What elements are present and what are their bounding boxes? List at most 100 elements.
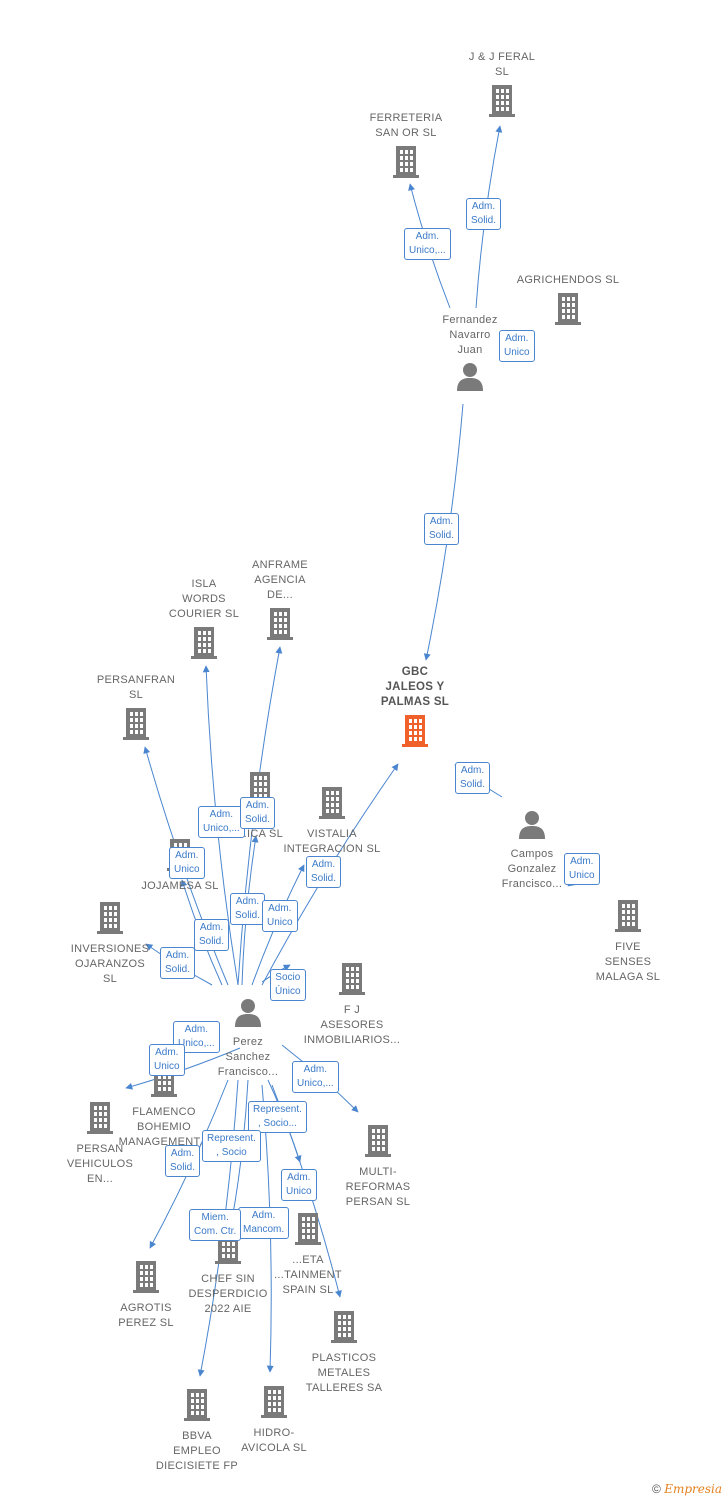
building-icon: [87, 1102, 113, 1134]
node-hidro[interactable]: HIDRO-AVICOLA SL: [209, 1381, 339, 1456]
relation-badge[interactable]: Adm. Solid.: [165, 1145, 201, 1177]
building-icon: [319, 787, 345, 819]
relation-badge[interactable]: Adm. Solid.: [194, 919, 230, 951]
brand-logo[interactable]: Empresia: [664, 1482, 722, 1496]
relation-badge[interactable]: Represent. , Socio: [202, 1130, 261, 1162]
copyright: © Empresia: [652, 1482, 722, 1496]
relation-badge[interactable]: Adm. Unico: [564, 853, 600, 885]
person-icon-wrap: [467, 809, 597, 844]
building-icon-wrap: [267, 785, 397, 824]
relation-badge[interactable]: Adm. Mancom.: [238, 1207, 290, 1239]
building-icon: [191, 627, 217, 659]
building-icon-wrap: [139, 625, 269, 664]
relation-badge[interactable]: Adm. Solid.: [455, 762, 491, 794]
relation-badge[interactable]: Adm. Unico,...: [198, 806, 245, 838]
building-icon: [615, 900, 641, 932]
building-icon-wrap: [35, 1100, 165, 1139]
relation-badge[interactable]: Miem. Com. Ctr.: [189, 1209, 242, 1241]
relation-badge[interactable]: Adm. Unico: [169, 847, 205, 879]
building-icon: [295, 1213, 321, 1245]
relation-badge[interactable]: Adm. Solid.: [306, 856, 342, 888]
relation-badge[interactable]: Adm. Solid.: [466, 198, 502, 230]
relation-badge[interactable]: Represent. , Socio...: [248, 1101, 307, 1133]
relation-badge[interactable]: Adm. Unico: [149, 1044, 185, 1076]
person-icon-wrap: [405, 361, 535, 396]
building-icon: [267, 608, 293, 640]
building-icon: [365, 1125, 391, 1157]
copyright-symbol: ©: [652, 1482, 661, 1496]
relation-badge[interactable]: Adm. Solid.: [160, 947, 196, 979]
person-icon: [519, 811, 545, 839]
node-agri[interactable]: AGRICHENDOS SL: [503, 273, 633, 333]
building-icon-wrap: [350, 713, 480, 752]
building-icon-wrap: [279, 1309, 409, 1348]
person-icon-wrap: [183, 997, 313, 1032]
relation-badge[interactable]: Adm. Solid.: [240, 797, 276, 829]
relation-badge[interactable]: Adm. Solid.: [230, 893, 266, 925]
node-lia[interactable]: ...LIA...ICA SL: [195, 767, 325, 842]
building-icon: [261, 1386, 287, 1418]
relation-badge[interactable]: Adm. Unico,...: [404, 228, 451, 260]
building-icon-wrap: [503, 291, 633, 330]
building-icon: [133, 1261, 159, 1293]
building-icon: [402, 715, 428, 747]
building-icon-wrap: [563, 898, 693, 937]
building-icon: [339, 963, 365, 995]
building-icon: [555, 293, 581, 325]
building-icon-wrap: [209, 1384, 339, 1423]
building-icon: [97, 902, 123, 934]
building-icon-wrap: [81, 1259, 211, 1298]
building-icon: [331, 1311, 357, 1343]
building-icon: [123, 708, 149, 740]
building-icon-wrap: [132, 1387, 262, 1426]
building-icon: [184, 1389, 210, 1421]
building-icon-wrap: [45, 900, 175, 939]
person-icon: [457, 363, 483, 391]
relation-badge[interactable]: Adm. Unico,...: [292, 1061, 339, 1093]
node-label: HIDRO-AVICOLA SL: [241, 1427, 307, 1454]
relation-badge[interactable]: Adm. Solid.: [424, 513, 460, 545]
relation-badge[interactable]: Adm. Unico: [499, 330, 535, 362]
relation-badge[interactable]: Adm. Unico: [281, 1169, 317, 1201]
building-icon-wrap: [71, 706, 201, 745]
building-icon: [393, 146, 419, 178]
building-icon-wrap: [243, 1211, 373, 1250]
relation-badge[interactable]: Socio Único: [270, 969, 306, 1001]
building-icon-wrap: [341, 144, 471, 183]
relation-badge[interactable]: Adm. Unico: [262, 900, 298, 932]
